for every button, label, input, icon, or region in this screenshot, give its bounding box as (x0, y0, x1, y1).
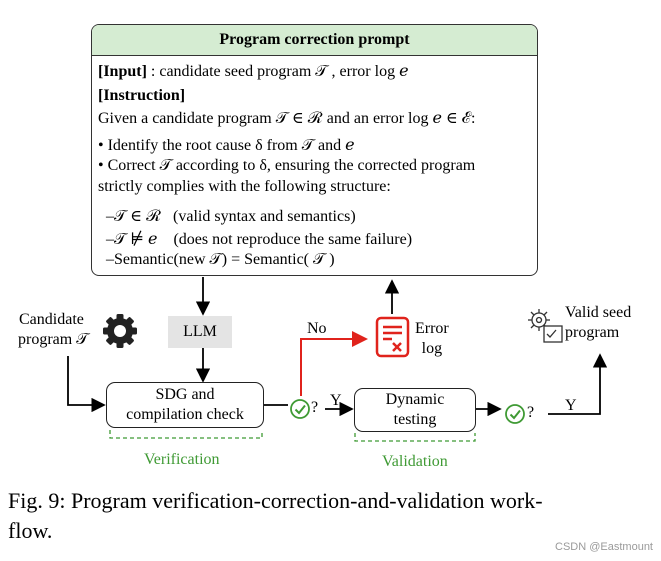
bullet-correct-cont: strictly complies with the following str… (98, 178, 391, 195)
candidate-line1: Candidate (19, 311, 84, 328)
candidate-program-label: Candidate program 𝒯 (18, 310, 88, 350)
error-log-line1: Error (415, 320, 449, 337)
input-text: : candidate seed program 𝒯 , error log 𝑒 (146, 63, 409, 80)
check-circle-icon (290, 399, 310, 419)
watermark: CSDN @Eastmount (555, 541, 653, 553)
rule-valid-syntax: –𝒯 ∈ ℛ (valid syntax and semantics) (106, 208, 356, 225)
prompt-box: Program correction prompt [Input] : cand… (91, 24, 538, 276)
sdg-line1: SDG and (155, 386, 215, 403)
dynamic-line2: testing (393, 411, 437, 428)
arrow-check1-to-errorlog (300, 331, 368, 396)
sdg-compilation-node: SDG and compilation check (106, 382, 264, 428)
valid-seed-line2: program (565, 324, 620, 341)
input-line: [Input] : candidate seed program 𝒯 , err… (98, 61, 409, 81)
dynamic-line1: Dynamic (385, 391, 445, 408)
no-label: No (307, 320, 327, 337)
instruction-text: Given a candidate program 𝒯 ∈ ℛ and an e… (98, 110, 476, 127)
yes-label-2: Y (565, 397, 577, 414)
caption-line2: flow. (8, 518, 53, 543)
verification-bracket (109, 430, 263, 439)
caption-line1: Fig. 9: Program verification-correction-… (8, 488, 543, 513)
input-label: [Input] (98, 63, 147, 80)
verification-label: Verification (144, 451, 220, 468)
check1-question: ? (311, 399, 319, 416)
arrow-candidate-to-sdg (67, 356, 106, 413)
gear-icon (103, 314, 137, 348)
dynamic-testing-node: Dynamic testing (354, 388, 476, 432)
valid-seed-icon (528, 309, 563, 343)
error-log-line2: log (421, 340, 443, 357)
arrow-check2-to-valid (548, 353, 608, 415)
check2-question: ? (527, 404, 535, 421)
rule-same-semantics: –Semantic(new 𝒯) = Semantic( 𝒯 ) (106, 251, 335, 268)
sdg-line2: compilation check (126, 406, 244, 423)
check-circle-icon (505, 404, 525, 424)
error-log-icon (375, 316, 410, 358)
error-log-label: Error log (415, 319, 449, 359)
bullet-correct: • Correct 𝒯 according to δ, ensuring the… (98, 157, 476, 174)
instruction-label: [Instruction] (98, 87, 186, 104)
rule-no-failure: –𝒯 ⊭ 𝑒 (does not reproduce the same fail… (106, 231, 413, 248)
validation-label: Validation (382, 453, 448, 470)
valid-seed-label: Valid seed program (565, 303, 631, 343)
valid-seed-line1: Valid seed (565, 304, 632, 321)
validation-bracket (354, 433, 476, 442)
candidate-line2: program 𝒯 (18, 331, 89, 348)
bullet-identify: • Identify the root cause δ from 𝒯 and 𝑒 (98, 137, 355, 154)
llm-node: LLM (168, 316, 232, 348)
prompt-title: Program correction prompt (92, 25, 537, 56)
yes-label-1: Y (330, 392, 342, 409)
figure-caption: Fig. 9: Program verification-correction-… (8, 486, 653, 546)
